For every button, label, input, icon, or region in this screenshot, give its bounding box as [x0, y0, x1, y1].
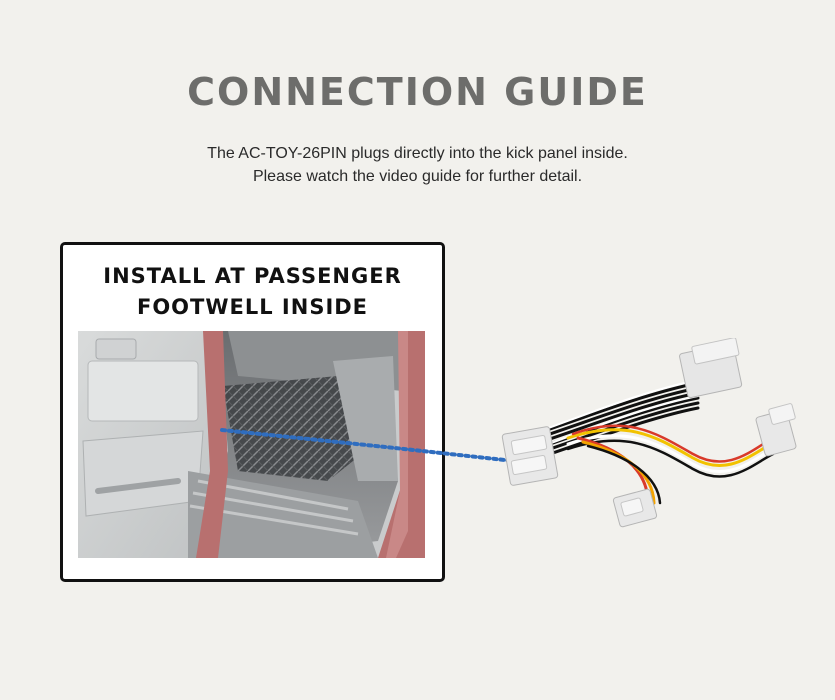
- subtitle-line-2: Please watch the video guide for further…: [252, 168, 583, 185]
- footwell-photo: [78, 331, 425, 558]
- page-title: CONNECTION GUIDE: [187, 70, 648, 114]
- subtitle-line-1: The AC-TOY-26PIN plugs directly into the…: [207, 145, 628, 162]
- install-location-card: INSTALL AT PASSENGER FOOTWELL INSIDE: [60, 242, 445, 582]
- page-subtitle: The AC-TOY-26PIN plugs directly into the…: [0, 142, 835, 188]
- wiring-harness-illustration: [498, 337, 808, 533]
- card-title-line-1: INSTALL AT PASSENGER: [103, 264, 402, 288]
- card-title-line-2: FOOTWELL INSIDE: [136, 295, 369, 319]
- card-title: INSTALL AT PASSENGER FOOTWELL INSIDE: [63, 261, 442, 323]
